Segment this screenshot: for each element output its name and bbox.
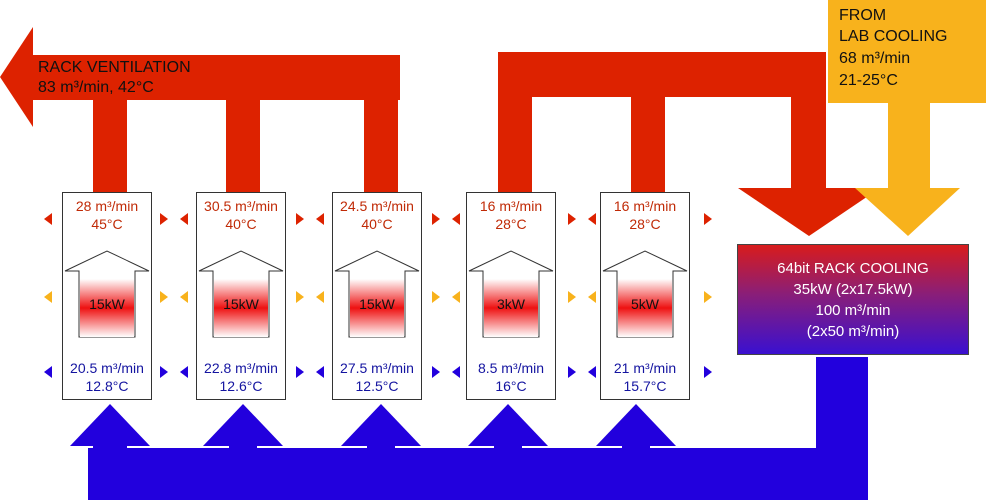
rack-exhaust-flow: 16 m³/min [479,198,543,214]
rack-intake-flow: 21 m³/min [613,360,677,376]
rack-exhaust-flow: 16 m³/min [613,198,677,214]
heat-arrow-icon [468,250,554,338]
heat-arrow-icon [198,250,284,338]
lab-cooling-duct [828,0,986,236]
rack-power: 5kW [631,296,659,312]
rack-intake-flow: 22.8 m³/min [204,360,278,376]
rack-1: 28 m³/min 45°C 15kW 20.5 m³/min 12.8°C [62,192,152,400]
rack-2: 30.5 m³/min 40°C 15kW 22.8 m³/min 12.6°C [196,192,286,400]
rack-intake-temp: 12.6°C [219,378,263,394]
cooling-unit-flow: 100 m³/min [815,302,891,319]
heat-arrow-icon [602,250,688,338]
rack-5: 16 m³/min 28°C 5kW 21 m³/min 15.7°C [600,192,690,400]
side-arrows-lab [44,291,712,303]
rack-intake-temp: 12.8°C [85,378,129,394]
lab-cooling-temp: 21-25°C [839,72,898,89]
lab-cooling-line1: FROM [839,7,887,24]
rack-ventilation-duct [0,27,400,192]
rack-power: 15kW [89,296,125,312]
rack-exhaust-temp: 45°C [91,216,123,232]
hot-return-duct [498,52,880,236]
rack-power: 3kW [497,296,525,312]
heat-arrow-icon [64,250,150,338]
cooling-unit-title: 64bit RACK COOLING [777,260,929,277]
rack-intake-temp: 12.5°C [355,378,399,394]
rack-power: 15kW [223,296,259,312]
rack-intake-temp: 16°C [495,378,527,394]
rack-intake-flow: 27.5 m³/min [340,360,414,376]
rack-3: 24.5 m³/min 40°C 15kW 27.5 m³/min 12.5°C [332,192,422,400]
rack-exhaust-flow: 24.5 m³/min [340,198,414,214]
rack-exhaust-flow: 28 m³/min [75,198,139,214]
side-arrows-hot [44,213,712,225]
rack-intake-flow: 8.5 m³/min [477,360,545,376]
heat-arrow-icon [334,250,420,338]
ventilation-stats: 83 m³/min, 42°C [38,79,154,96]
cooling-unit-flow-detail: (2x50 m³/min) [806,323,900,340]
cooling-unit-power: 35kW (2x17.5kW) [793,281,913,298]
rack-exhaust-temp: 40°C [225,216,257,232]
rack-exhaust-temp: 28°C [629,216,661,232]
rack-exhaust-temp: 40°C [361,216,393,232]
rack-power: 15kW [359,296,395,312]
rack-exhaust-temp: 28°C [495,216,527,232]
lab-cooling-line2: LAB COOLING [839,28,948,45]
rack-intake-temp: 15.7°C [623,378,667,394]
cold-supply-duct [70,357,868,500]
ventilation-title: RACK VENTILATION [38,59,191,76]
rack-cooling-unit: 64bit RACK COOLING 35kW (2x17.5kW) 100 m… [737,244,969,355]
rack-4: 16 m³/min 28°C 3kW 8.5 m³/min 16°C [466,192,556,400]
lab-cooling-flow: 68 m³/min [839,50,911,67]
side-arrows-cold [44,366,712,378]
rack-intake-flow: 20.5 m³/min [70,360,144,376]
rack-exhaust-flow: 30.5 m³/min [204,198,278,214]
